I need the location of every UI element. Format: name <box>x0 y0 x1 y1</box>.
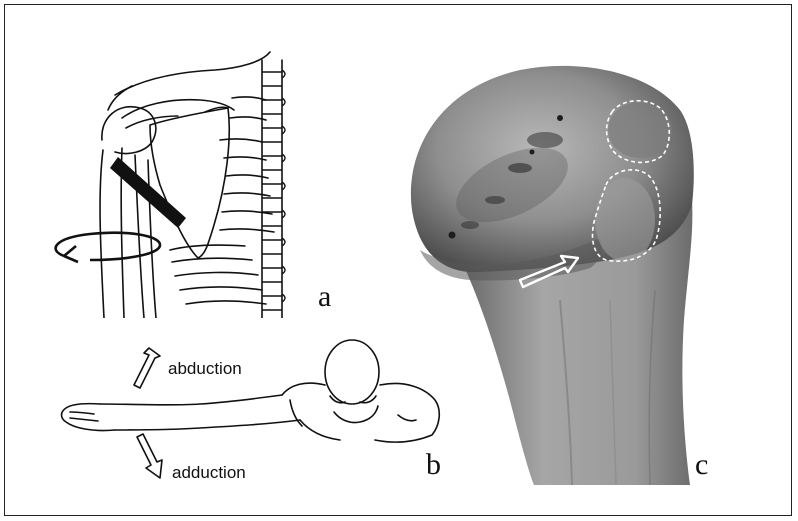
panel-a-label: a <box>318 282 331 312</box>
panel-c-photo <box>411 66 694 485</box>
abduction-arrow <box>134 348 160 388</box>
panel-b-illustration <box>62 340 440 442</box>
adduction-arrow <box>137 434 162 478</box>
panel-c-label: c <box>695 450 708 480</box>
panel-a-bottom-edge <box>54 318 294 324</box>
panel-b-label: b <box>426 450 441 480</box>
abduction-label: abduction <box>168 360 242 377</box>
adduction-label: adduction <box>172 464 246 481</box>
rotation-arrow <box>56 233 160 262</box>
panel-a-illustration <box>100 52 282 320</box>
